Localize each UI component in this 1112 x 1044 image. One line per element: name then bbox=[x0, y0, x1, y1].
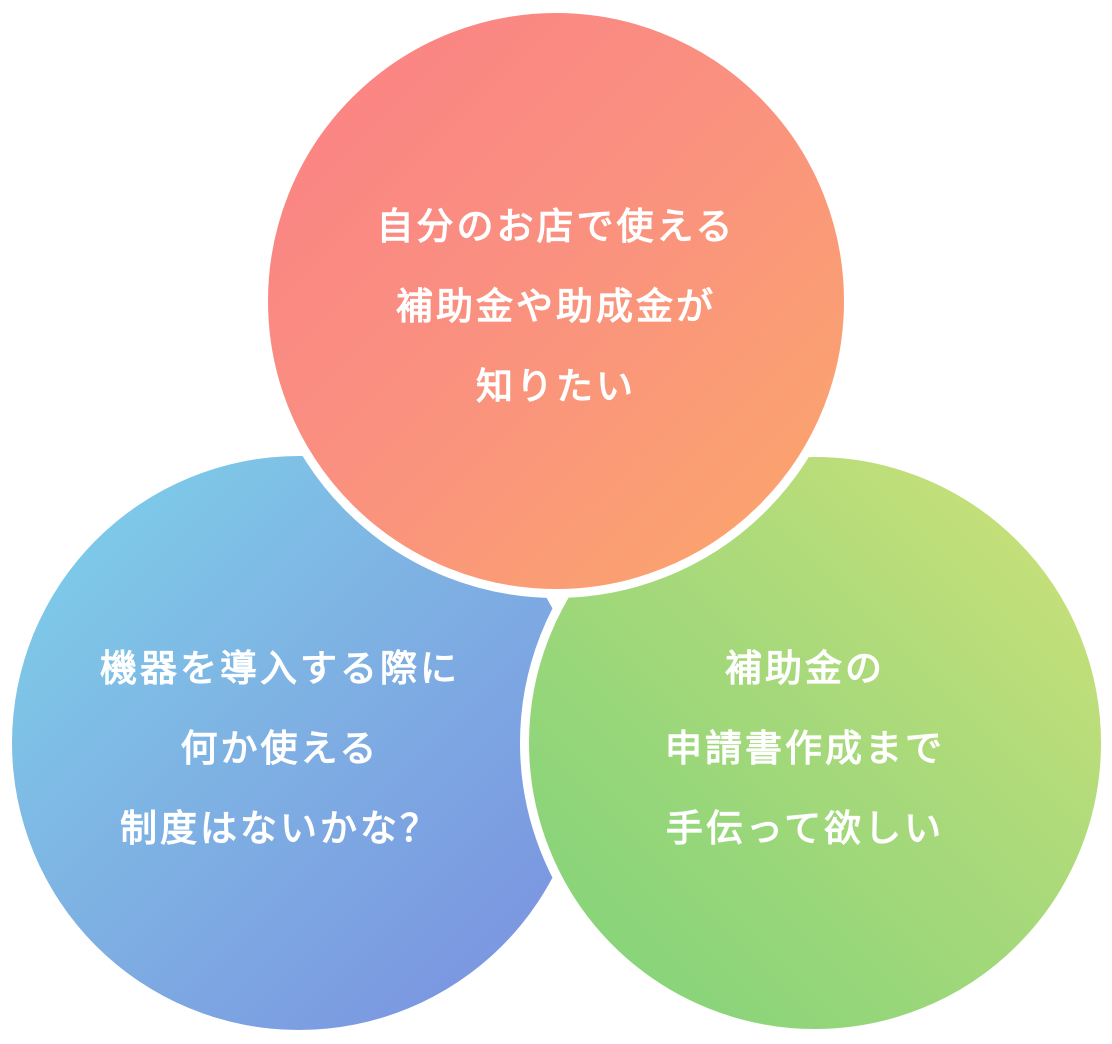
application-help-line-3: 手伝って欲しい bbox=[665, 807, 945, 850]
application-help-line-1: 補助金の bbox=[725, 647, 885, 690]
circle-subsidy-info bbox=[259, 4, 853, 598]
equipment-question-line-3: 制度はないかな？ bbox=[120, 807, 440, 850]
application-help-line-2: 申請書作成まで bbox=[665, 727, 945, 770]
subsidy-info-line-2: 補助金や助成金が bbox=[396, 285, 716, 328]
application-help-text: 補助金の 申請書作成まで 手伝って欲しい bbox=[560, 629, 1050, 869]
equipment-question-line-1: 機器を導入する際に bbox=[100, 647, 460, 690]
subsidy-info-line-1: 自分のお店で使える bbox=[376, 205, 736, 248]
equipment-question-text: 機器を導入する際に 何か使える 制度はないかな？ bbox=[40, 629, 520, 869]
subsidy-info-line-3: 知りたい bbox=[476, 365, 636, 408]
equipment-question-line-2: 何か使える bbox=[180, 727, 380, 770]
subsidy-info-text: 自分のお店で使える 補助金や助成金が 知りたい bbox=[300, 187, 812, 427]
